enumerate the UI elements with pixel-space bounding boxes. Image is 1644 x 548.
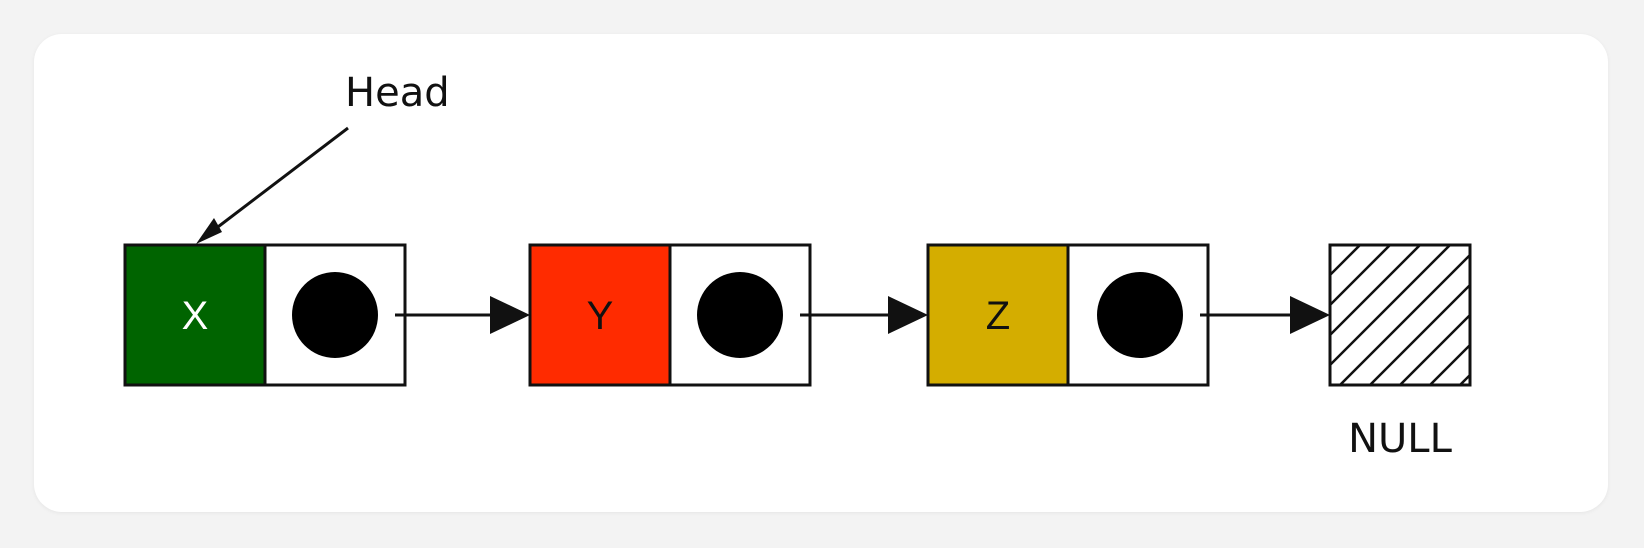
head-arrow-tip [196, 218, 222, 244]
node-x: X [123, 243, 407, 387]
node-x-value-cell [123, 243, 267, 387]
node-x-value: X [182, 294, 209, 338]
null-label: NULL [1348, 416, 1452, 462]
node-x-pointer-dot-icon [292, 272, 378, 358]
head-label: Head [345, 70, 450, 116]
node-y-pointer-dot-icon [697, 272, 783, 358]
node-z-value: Z [986, 294, 1010, 338]
node-z-value-cell [926, 243, 1070, 387]
arrow-y-to-z-head [888, 296, 928, 334]
arrow-z-to-null-head [1290, 296, 1330, 334]
head-arrow-line [205, 126, 349, 238]
node-z-pointer-dot-icon [1097, 272, 1183, 358]
node-y-value: Y [587, 294, 614, 338]
node-y-value-cell [528, 243, 672, 387]
node-z: Z [926, 243, 1210, 387]
arrow-x-to-y-head [490, 296, 530, 334]
node-y: Y [528, 243, 812, 387]
null-hatched-square-icon [1328, 243, 1472, 387]
